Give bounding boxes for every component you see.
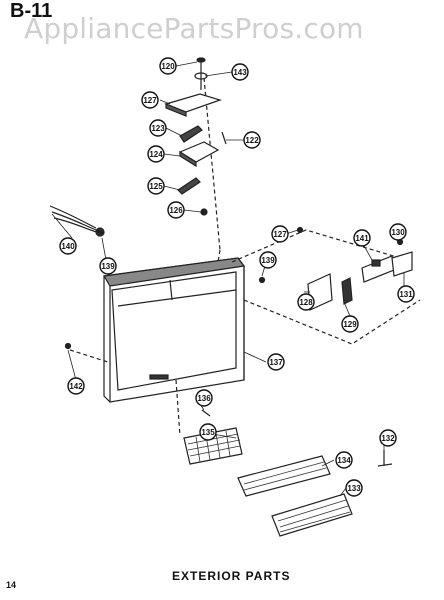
page-number: 14 <box>6 580 17 590</box>
callout-label: 139 <box>101 262 115 271</box>
part-callout-142: 142 <box>67 377 85 395</box>
callout-label: 133 <box>347 484 361 493</box>
part-callout-130: 130 <box>389 223 407 241</box>
callout-circle <box>335 451 353 469</box>
screw-142-part <box>64 342 72 350</box>
callout-label: 123 <box>151 124 165 133</box>
callout-circle <box>271 225 289 243</box>
callout-label: 135 <box>201 428 215 437</box>
callout-circle <box>231 63 249 81</box>
callout-label: 130 <box>391 228 405 237</box>
part-callout-131: 131 <box>397 285 415 303</box>
part-callout-125: 125 <box>147 177 165 195</box>
callout-circle <box>195 389 213 407</box>
callout-label: 140 <box>61 242 75 251</box>
callout-label: 129 <box>343 320 357 329</box>
callout-circle <box>353 229 371 247</box>
part-callout-137: 137 <box>267 353 285 371</box>
callout-circle <box>199 423 217 441</box>
part-callout-135: 135 <box>199 423 217 441</box>
callout-label: 137 <box>269 358 283 367</box>
callout-label: 132 <box>381 434 395 443</box>
callout-circle <box>67 377 85 395</box>
part-callout-140: 140 <box>59 237 77 255</box>
part-callout-132: 132 <box>379 429 397 447</box>
callout-circle <box>159 57 177 75</box>
callout-label: 142 <box>69 382 83 391</box>
hinge-upper-part <box>179 125 203 143</box>
nut-part <box>200 208 208 216</box>
part-callout-124: 124 <box>147 145 165 163</box>
part-callout-139: 139 <box>99 257 117 275</box>
callout-circle <box>345 479 363 497</box>
clip-132-part <box>377 450 393 467</box>
callout-label: 128 <box>299 298 313 307</box>
callout-label: 120 <box>161 62 175 71</box>
callout-circle <box>99 257 117 275</box>
panel-134-part <box>237 455 331 497</box>
vent-panel-133-part <box>271 493 353 537</box>
callout-label: 127 <box>273 230 287 239</box>
callout-label: 141 <box>355 234 369 243</box>
assembly-line-right <box>231 229 401 263</box>
assembly-line-vertical-end <box>217 249 221 263</box>
part-callout-133: 133 <box>345 479 363 497</box>
part-callout-128: 128 <box>297 293 315 311</box>
callout-circle <box>141 91 159 109</box>
part-callout-141: 141 <box>353 229 371 247</box>
part-callout-120: 120 <box>159 57 177 75</box>
watermark: AppliancePartsPros.com <box>24 12 364 45</box>
callout-circle <box>379 429 397 447</box>
callout-circle <box>267 353 285 371</box>
callout-label: 125 <box>149 182 163 191</box>
callout-circle <box>397 285 415 303</box>
assembly-line-vertical <box>203 77 221 251</box>
callout-label: 126 <box>169 206 183 215</box>
callout-circle <box>341 315 359 333</box>
hinge-lower-part <box>177 177 201 195</box>
part-callout-122: 122 <box>243 131 261 149</box>
callout-circle <box>259 251 277 269</box>
callout-label: 131 <box>399 290 413 299</box>
callout-circle <box>243 131 261 149</box>
diagram-caption: EXTERIOR PARTS <box>172 569 291 583</box>
part-callout-134: 134 <box>335 451 353 469</box>
part-callout-123: 123 <box>149 119 167 137</box>
callout-circle <box>167 201 185 219</box>
callout-label: 143 <box>233 68 247 77</box>
part-callout-129: 129 <box>341 315 359 333</box>
callout-circle <box>147 145 165 163</box>
screw-136-part <box>201 409 211 417</box>
callout-circle <box>297 293 315 311</box>
power-cord-part <box>49 205 105 237</box>
callout-label: 134 <box>337 456 351 465</box>
callout-label: 124 <box>149 150 163 159</box>
part-callout-139: 139 <box>259 251 277 269</box>
part-callout-127: 127 <box>141 91 159 109</box>
callout-label: 139 <box>261 256 275 265</box>
front-frame-part <box>103 257 246 403</box>
callout-label: 127 <box>143 96 157 105</box>
part-callout-136: 136 <box>195 389 213 407</box>
callout-label: 122 <box>245 136 259 145</box>
callout-circle <box>147 177 165 195</box>
part-callout-143: 143 <box>231 63 249 81</box>
part-callout-126: 126 <box>167 201 185 219</box>
screw-part <box>221 131 227 145</box>
bolt-part <box>194 57 208 90</box>
callout-label: 136 <box>197 394 211 403</box>
callout-circle <box>389 223 407 241</box>
callout-circle <box>59 237 77 255</box>
page-id: B-11 <box>10 0 53 22</box>
callout-circle <box>149 119 167 137</box>
part-callout-127: 127 <box>271 225 289 243</box>
